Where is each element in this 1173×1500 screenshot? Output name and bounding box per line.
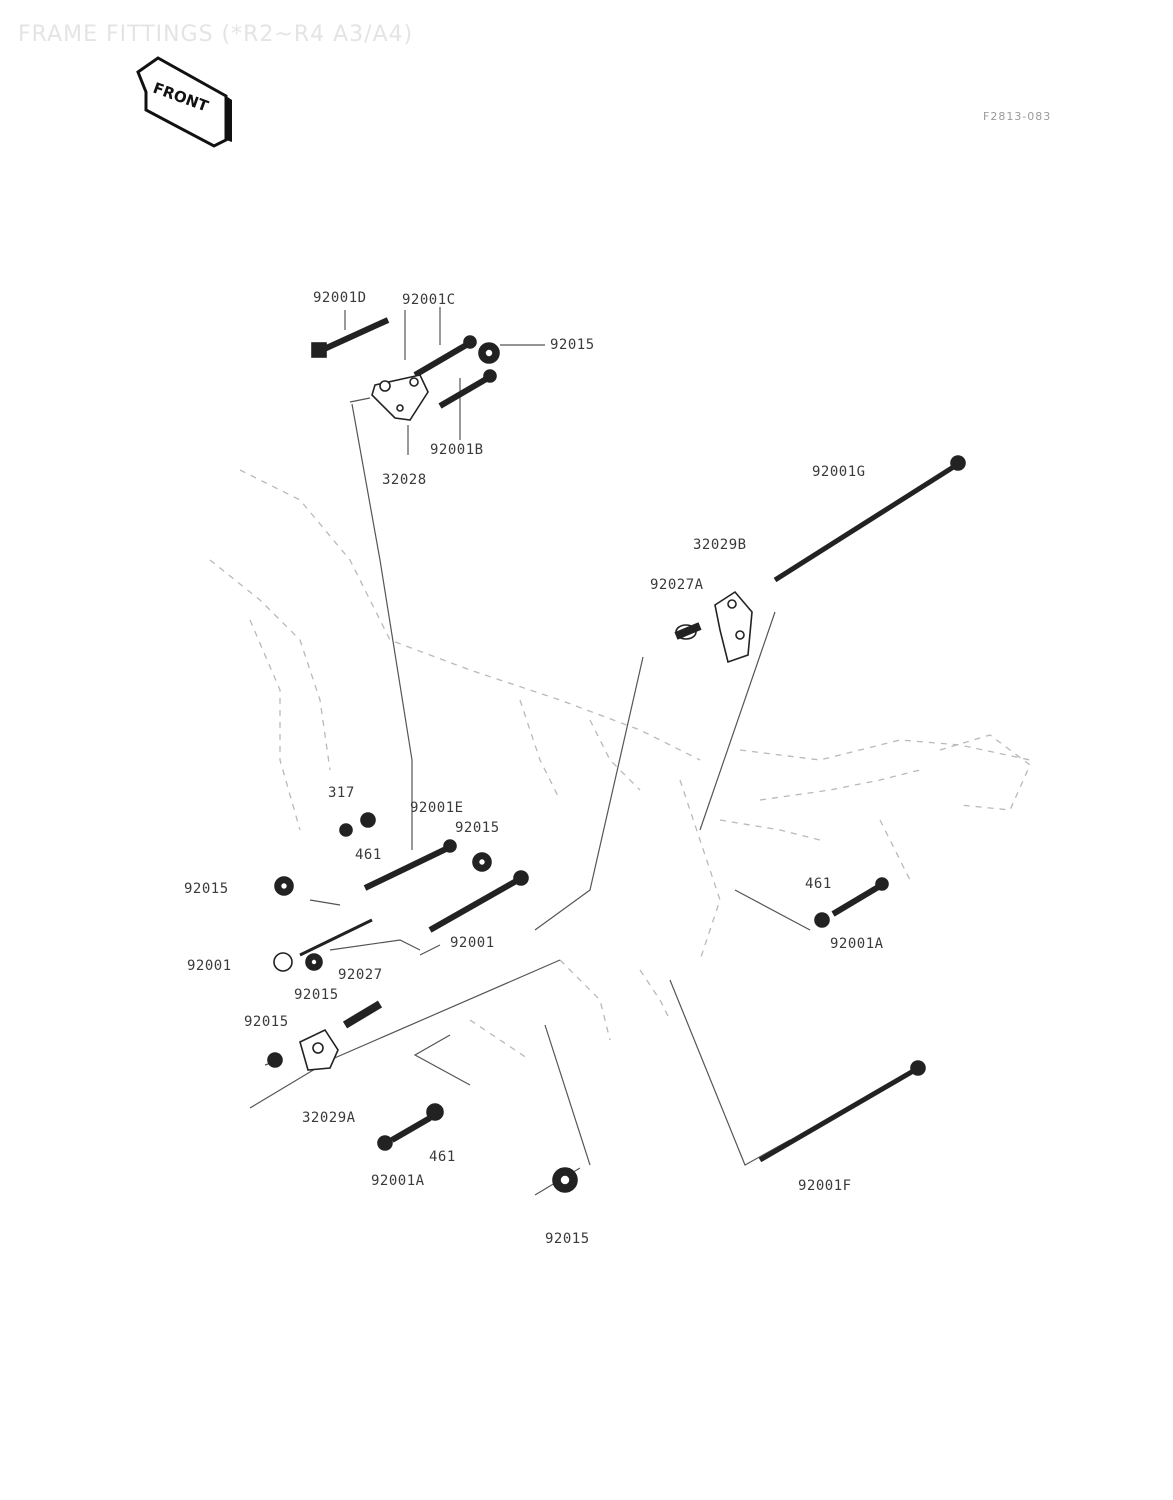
label-317: 317 [328, 785, 355, 801]
bolt-92001A-right-icon [831, 877, 889, 917]
label-92015-top: 92015 [550, 337, 595, 353]
label-461-bottom: 461 [429, 1149, 456, 1165]
label-461-right: 461 [805, 876, 832, 892]
label-92015-b1: 92015 [294, 987, 339, 1003]
label-92027A: 92027A [650, 577, 704, 593]
label-92015-bottom: 92015 [545, 1231, 590, 1247]
label-461-left: 461 [355, 847, 382, 863]
nut-92015-b1-icon [305, 953, 323, 971]
bolt-92001E-icon [363, 839, 457, 891]
label-92001F: 92001F [798, 1178, 852, 1194]
nut-92015-top-icon [478, 342, 500, 364]
bolt-92001C-icon [413, 335, 477, 378]
label-92001B: 92001B [430, 442, 484, 458]
label-92015-mid: 92015 [455, 820, 500, 836]
label-92001D: 92001D [313, 290, 367, 306]
washer-461-bottom-icon [426, 1103, 444, 1121]
bolt-92001G-icon [773, 455, 966, 583]
label-32028: 32028 [382, 472, 427, 488]
bracket-32029B-icon [714, 590, 753, 664]
bolt-92001-left-icon [273, 918, 373, 972]
label-92001E: 92001E [410, 800, 464, 816]
bolt-92001B-icon [438, 369, 497, 409]
label-92001C: 92001C [402, 292, 456, 308]
page-title: FRAME FITTINGS (*R2~R4 A3/A4) [18, 22, 414, 47]
fasteners [267, 317, 966, 1196]
label-92001-center: 92001 [450, 935, 495, 951]
leader-lines [249, 307, 811, 1166]
bolt-92001D-icon [311, 317, 390, 358]
washer-461-right-icon [814, 912, 830, 928]
label-92015-b2: 92015 [244, 1014, 289, 1030]
label-92001-left: 92001 [187, 958, 232, 974]
frame-outline [209, 469, 1031, 1061]
bracket-32028-icon [371, 374, 429, 421]
label-92001G: 92001G [812, 464, 866, 480]
bolt-92001F-icon [758, 1060, 926, 1163]
label-92001A-bottom: 92001A [371, 1173, 425, 1189]
part-labels: 92001D 92001C 92015 92001B 32028 92001G … [184, 290, 884, 1247]
front-arrow-icon: FRONT [136, 56, 232, 148]
bracket-32029A-icon [299, 1028, 339, 1071]
diagram-code: F2813-083 [983, 110, 1052, 123]
nut-92015-b2-icon [267, 1000, 383, 1068]
bolt-92001-center-icon [428, 870, 529, 933]
label-92027: 92027 [338, 967, 383, 983]
label-92001A-right: 92001A [830, 936, 884, 952]
washer-461-left-icon [339, 812, 376, 837]
label-92015-left: 92015 [184, 881, 229, 897]
label-32029B: 32029B [693, 537, 747, 553]
nut-92015-mid-icon [472, 852, 492, 872]
collar-92027A-icon [674, 622, 702, 640]
label-32029A: 32029A [302, 1110, 356, 1126]
nut-92015-bottom-icon [534, 1167, 581, 1196]
bolt-92001A-bottom-icon [377, 1115, 432, 1151]
nut-92015-left-icon [274, 876, 294, 896]
